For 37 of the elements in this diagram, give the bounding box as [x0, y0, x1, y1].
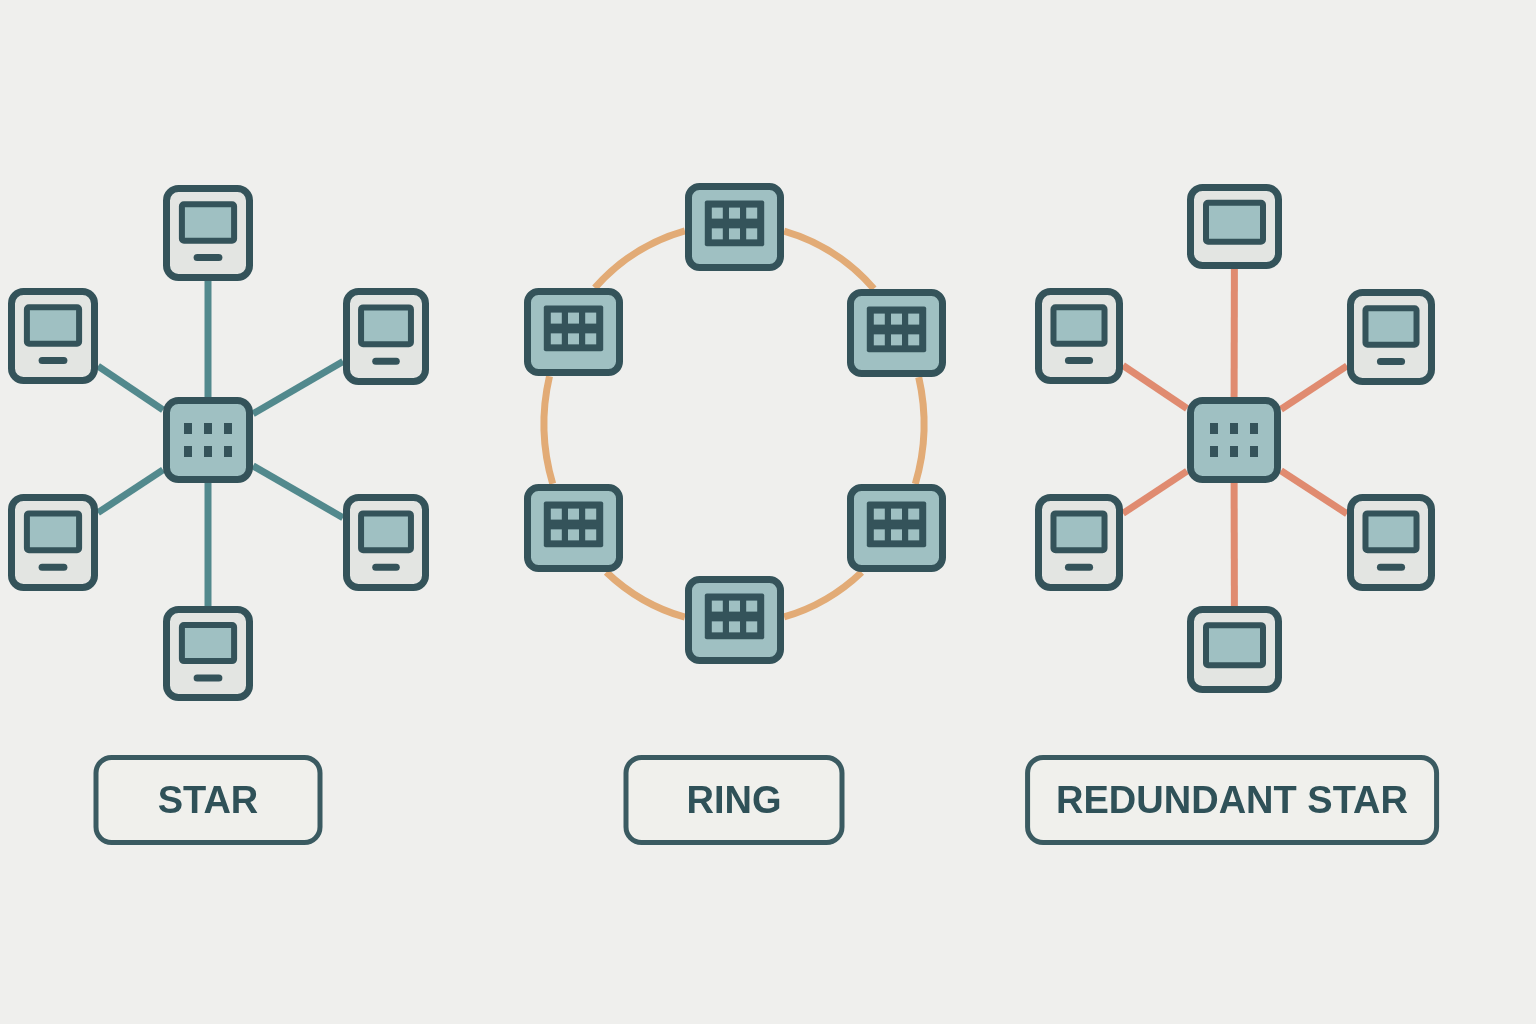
network-switch-icon [847, 484, 946, 572]
network-switch-icon [524, 288, 623, 376]
monitor-icon [1187, 184, 1282, 269]
connection-line [604, 569, 687, 621]
connection-line [782, 227, 877, 292]
network-switch-icon [524, 484, 623, 572]
connection-line [911, 376, 928, 485]
connection-line [1279, 362, 1349, 413]
computer-terminal-icon [163, 185, 253, 281]
network-hub-icon [1187, 397, 1281, 483]
computer-terminal-icon [1035, 288, 1123, 384]
computer-terminal-icon [8, 494, 98, 591]
network-switch-icon [685, 576, 784, 664]
connection-line [540, 375, 557, 485]
connection-line [251, 358, 345, 417]
computer-terminal-icon [8, 288, 98, 384]
monitor-icon [1187, 606, 1282, 693]
network-switch-icon [847, 289, 946, 377]
connection-line [1279, 467, 1349, 517]
computer-terminal-icon [343, 494, 429, 591]
computer-terminal-icon [1347, 289, 1435, 385]
network-switch-icon [685, 183, 784, 271]
topology-label: RING [623, 755, 845, 845]
connection-line [592, 227, 687, 291]
computer-terminal-icon [343, 288, 429, 385]
connection-line [1121, 468, 1189, 517]
computer-terminal-icon [1347, 494, 1435, 591]
connection-line [782, 569, 864, 621]
connection-line [251, 462, 345, 521]
connection-line [96, 363, 165, 413]
topology-label: STAR [93, 755, 323, 845]
network-hub-icon [163, 397, 253, 483]
connection-line [1121, 362, 1189, 412]
computer-terminal-icon [163, 606, 253, 701]
computer-terminal-icon [1035, 494, 1123, 591]
connection-line [96, 466, 165, 516]
topology-label: REDUNDANT STAR [1025, 755, 1439, 845]
